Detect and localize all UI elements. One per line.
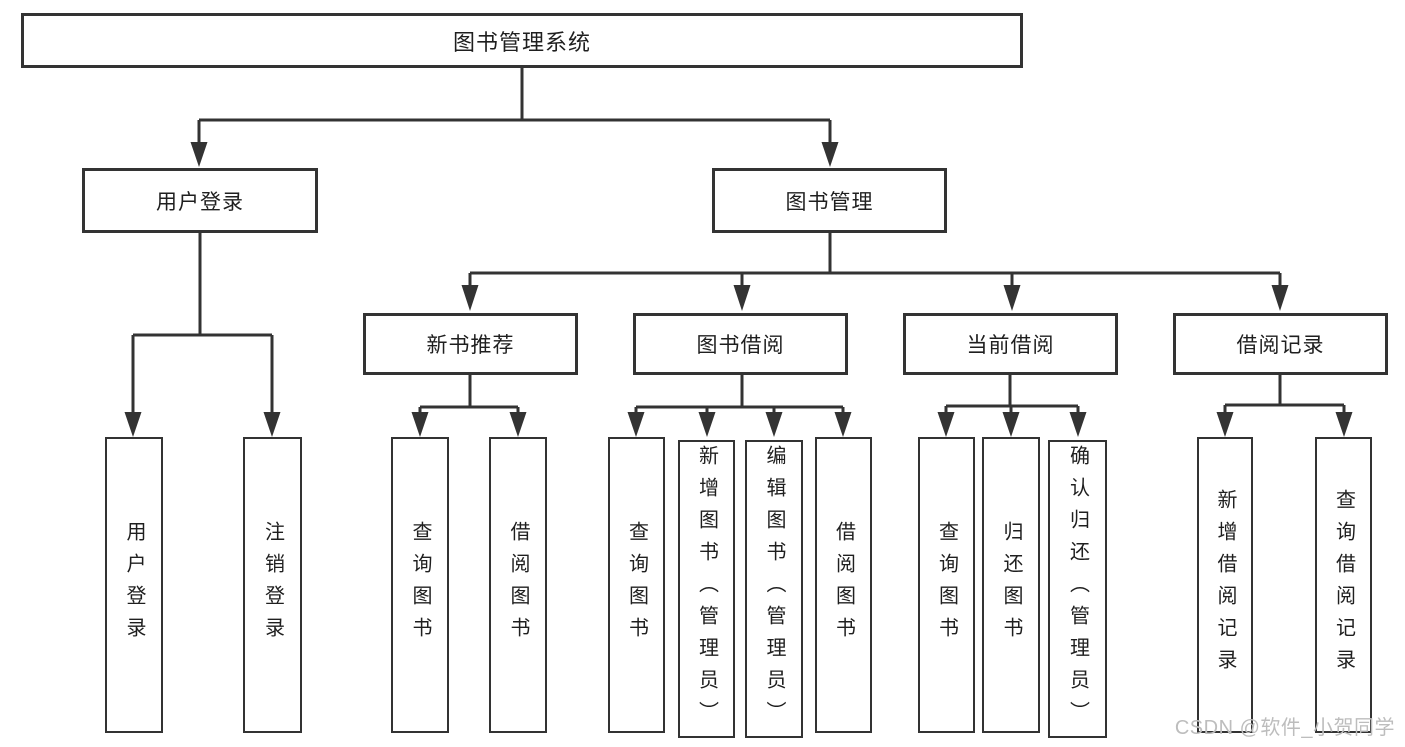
node-leaf-records-add-record: 新增借阅记录 — [1197, 437, 1253, 733]
node-leaf-current-query-book: 查询图书 — [918, 437, 975, 733]
node-label: 确认归还（管理员） — [1066, 445, 1089, 733]
node-label: 编辑图书（管理员） — [763, 445, 785, 733]
node-leaf-current-return-book: 归还图书 — [982, 437, 1040, 733]
connector-root-to-level2 — [190, 68, 839, 167]
node-leaf-borrow-query-book: 查询图书 — [608, 437, 665, 733]
node-leaf-records-query-record: 查询借阅记录 — [1315, 437, 1372, 733]
arrowhead-down-icon — [190, 142, 839, 167]
node-leaf-borrow-edit-book-admin: 编辑图书（管理员） — [745, 440, 803, 738]
node-book-borrow: 图书借阅 — [633, 313, 848, 375]
node-label: 借阅图书 — [832, 521, 855, 649]
node-label: 新增借阅记录 — [1214, 489, 1236, 681]
connector-lines — [944, 375, 1080, 415]
connector-lines — [197, 68, 832, 144]
node-leaf-logout: 注销登录 — [243, 437, 302, 733]
node-label: 图书管理 — [785, 190, 874, 214]
node-label: 借阅图书 — [507, 521, 529, 649]
node-label: 图书管理系统 — [452, 29, 591, 55]
node-leaf-user-login: 用户登录 — [105, 437, 163, 733]
connector-new-book-recommend-to-children — [411, 375, 527, 437]
node-new-book-recommend: 新书推荐 — [363, 313, 578, 375]
node-label: 图书借阅 — [696, 334, 785, 357]
connector-lines — [131, 233, 274, 415]
connector-lines — [1223, 375, 1346, 415]
node-borrow-records: 借阅记录 — [1173, 313, 1388, 375]
node-root: 图书管理系统 — [21, 13, 1023, 68]
node-label: 新书推荐 — [426, 334, 515, 357]
node-label: 查询借阅记录 — [1332, 489, 1355, 681]
node-leaf-recommend-query-book: 查询图书 — [391, 437, 449, 733]
node-leaf-borrow-add-book-admin: 新增图书（管理员） — [678, 440, 735, 738]
connector-borrow-records-to-children — [1216, 375, 1353, 437]
node-label: 当前借阅 — [966, 334, 1055, 357]
arrowhead-down-icon — [1216, 412, 1353, 437]
connector-lines — [468, 233, 1282, 289]
connector-lines — [634, 375, 845, 415]
node-leaf-current-confirm-return-admin: 确认归还（管理员） — [1048, 440, 1107, 738]
node-leaf-recommend-borrow-book: 借阅图书 — [489, 437, 547, 733]
node-label: 归还图书 — [1000, 521, 1022, 649]
node-label: 查询图书 — [625, 521, 648, 649]
node-label: 用户登录 — [123, 521, 145, 649]
node-label: 查询图书 — [409, 521, 431, 649]
arrowhead-down-icon — [124, 412, 281, 437]
arrowhead-down-icon — [411, 412, 527, 437]
arrowhead-down-icon — [627, 412, 852, 437]
node-label: 用户登录 — [156, 190, 244, 214]
connector-current-borrow-to-children — [937, 375, 1087, 437]
connector-book-borrow-to-children — [627, 375, 852, 437]
node-leaf-borrow-borrow-book: 借阅图书 — [815, 437, 872, 733]
connector-lines — [418, 375, 520, 415]
node-label: 查询图书 — [935, 521, 958, 649]
node-label: 新增图书（管理员） — [695, 445, 718, 733]
connector-user-login-to-children — [124, 233, 281, 437]
arrowhead-down-icon — [937, 412, 1087, 437]
node-label: 借阅记录 — [1236, 334, 1325, 357]
node-label: 注销登录 — [261, 521, 284, 649]
arrowhead-down-icon — [461, 285, 1289, 311]
connector-book-management-to-sections — [461, 233, 1289, 311]
node-user-login: 用户登录 — [82, 168, 318, 233]
node-current-borrow: 当前借阅 — [903, 313, 1118, 375]
node-book-management: 图书管理 — [712, 168, 947, 233]
